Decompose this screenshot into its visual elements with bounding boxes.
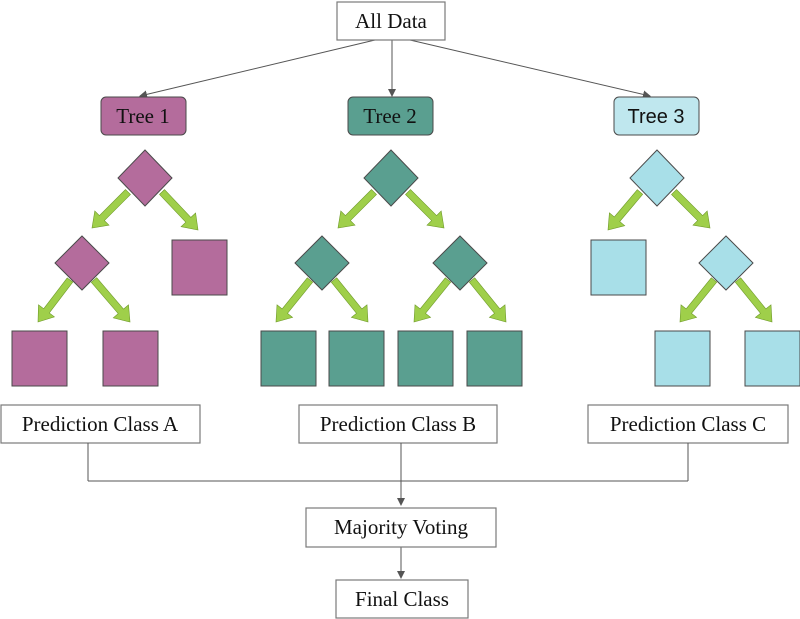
prediction-b-node: Prediction Class B (298, 404, 498, 444)
voting-connectors (87, 443, 689, 579)
tree-1-label-box: Tree 1 (100, 96, 187, 136)
final-class-node: Final Class (335, 579, 469, 619)
tree-2-leaf (260, 330, 317, 387)
tree-1-leaf (11, 330, 68, 387)
branch-arrow (734, 277, 773, 323)
branch-arrow (330, 277, 369, 323)
tree-2-leaf (466, 330, 523, 387)
tree-1-root-split (117, 149, 173, 207)
tree-2-leaf (397, 330, 454, 387)
prediction-c-node: Prediction Class C (587, 404, 789, 444)
tree-3-root-split (629, 149, 685, 207)
branch-arrow (468, 277, 507, 323)
branch-arrow (337, 189, 377, 229)
majority-voting-node: Majority Voting (305, 507, 497, 548)
tree-1-left-split (54, 235, 110, 291)
branch-arrow (413, 277, 452, 323)
tree-2-label: Tree 2 (363, 104, 416, 128)
tree-3 (590, 149, 800, 387)
branch-arrow (607, 189, 644, 231)
branch-arrow (679, 277, 718, 323)
tree-2-leaf (328, 330, 385, 387)
tree-2-left-split (294, 235, 350, 291)
tree-2-right-split (432, 235, 488, 291)
tree-3-leaf (744, 330, 800, 387)
tree-3-right-split (698, 235, 754, 291)
prediction-c-label: Prediction Class C (610, 412, 766, 436)
prediction-b-label: Prediction Class B (320, 412, 476, 436)
tree-3-label: Tree 3 (627, 106, 684, 128)
all-data-node: All Data (336, 1, 446, 41)
tree-1 (11, 149, 228, 387)
tree-1-leaf (171, 239, 228, 296)
branch-arrow (275, 277, 314, 323)
prediction-a-label: Prediction Class A (22, 412, 179, 436)
branch-arrow (671, 189, 711, 229)
tree-2-root-split (363, 149, 419, 207)
tree-3-leaf (654, 330, 711, 387)
tree-3-label-box: Tree 3 (613, 96, 700, 136)
tree-branch-arrows (37, 189, 773, 323)
branch-arrow (159, 189, 199, 231)
branch-arrow (90, 277, 131, 323)
final-class-label: Final Class (355, 587, 449, 611)
all-data-label: All Data (355, 9, 427, 33)
branch-arrow (405, 189, 445, 229)
tree-1-label: Tree 1 (116, 104, 169, 128)
tree-1-leaf (102, 330, 159, 387)
tree-2-label-box: Tree 2 (347, 96, 434, 136)
root-connectors (139, 39, 651, 99)
tree-3-leaf (590, 239, 647, 296)
branch-arrow (91, 189, 131, 229)
majority-voting-label: Majority Voting (334, 515, 468, 539)
prediction-a-node: Prediction Class A (0, 404, 201, 444)
tree-2 (260, 149, 523, 387)
branch-arrow (37, 277, 74, 323)
